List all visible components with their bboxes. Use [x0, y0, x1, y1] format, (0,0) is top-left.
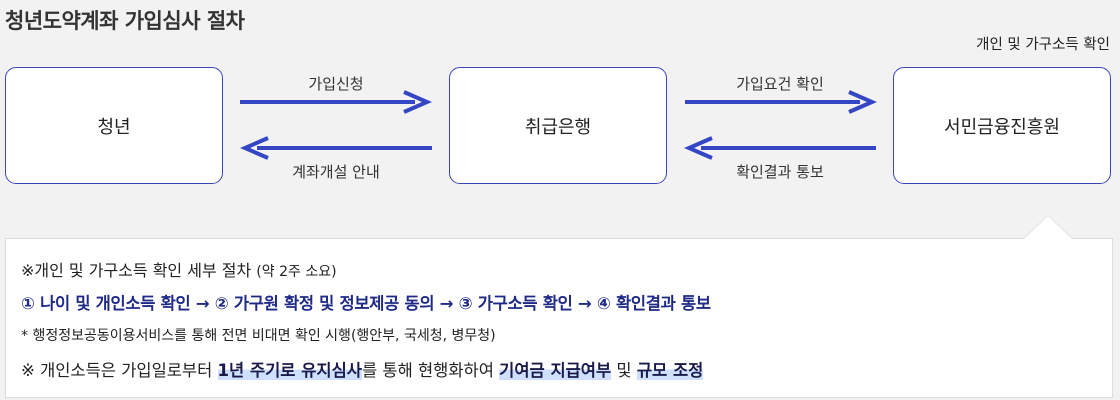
detail-heading-main: ※개인 및 가구소득 확인 세부 절차	[21, 261, 257, 280]
arrow-result-notice	[683, 136, 876, 160]
review-prefix: ※ 개인소득은 가입일로부터	[21, 361, 218, 380]
arrow-account-guide	[239, 136, 432, 160]
node-youth-label: 청년	[97, 116, 131, 138]
detail-heading: ※개인 및 가구소득 확인 세부 절차 (약 2주 소요)	[21, 257, 337, 281]
detail-panel: ※개인 및 가구소득 확인 세부 절차 (약 2주 소요) ① 나이 및 개인소…	[5, 238, 1113, 398]
income-check-note: 개인 및 가구소득 확인	[976, 37, 1110, 53]
page-title: 청년도약계좌 가입심사 절차	[5, 9, 245, 33]
node-bank: 취급은행	[449, 67, 667, 184]
flow-check-requirements-label: 가입요건 확인	[736, 75, 824, 93]
node-bank-label: 취급은행	[524, 116, 592, 138]
arrow-check-requirements	[685, 90, 878, 114]
node-youth: 청년	[5, 67, 223, 184]
review-highlight-contribution: 기여금 지급여부	[499, 361, 612, 380]
detail-steps: ① 나이 및 개인소득 확인 → ② 가구원 확정 및 정보제공 동의 → ③ …	[21, 294, 711, 313]
review-mid: 를 통해 현행화하여	[361, 361, 500, 380]
node-agency-label: 서민금융진흥원	[944, 116, 1060, 138]
review-highlight-cycle: 1년 주기로 유지심사	[217, 361, 362, 380]
flow-apply-label: 가입신청	[308, 75, 364, 93]
node-agency: 서민금융진흥원	[893, 67, 1111, 184]
detail-note: * 행정정보공동이용서비스를 통해 전면 비대면 확인 시행(행안부, 국세청,…	[21, 328, 496, 344]
review-highlight-scale: 규모 조정	[636, 361, 704, 380]
flow-account-guide-label: 계좌개설 안내	[292, 163, 380, 181]
review-and: 및	[611, 361, 637, 380]
flow-result-notice-label: 확인결과 통보	[736, 163, 824, 181]
detail-pointer-fill	[1024, 216, 1072, 239]
arrow-apply	[240, 90, 433, 114]
detail-heading-duration: (약 2주 소요)	[256, 264, 337, 280]
detail-review: ※ 개인소득은 가입일로부터 1년 주기로 유지심사를 통해 현행화하여 기여금…	[21, 357, 704, 381]
